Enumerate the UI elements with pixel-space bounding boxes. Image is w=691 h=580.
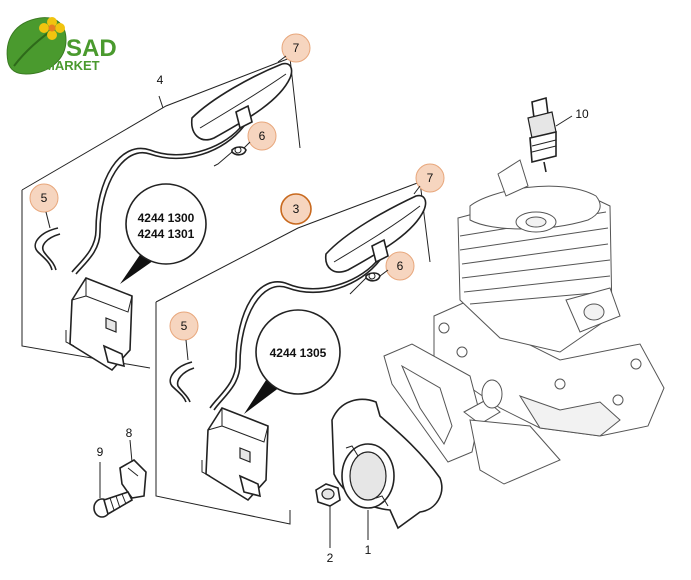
engine-assembly	[383, 159, 665, 485]
throttle-handle-upper	[190, 62, 293, 141]
hex-nut	[315, 483, 341, 548]
label-3-kit-text: 3	[293, 202, 300, 216]
label-4-kit[interactable]: 4	[157, 73, 164, 87]
hose-lower	[169, 361, 193, 403]
label-6-lower-text: 6	[397, 259, 404, 273]
throttle-cable-upper	[71, 127, 241, 273]
logo-text-market: MARKET	[44, 58, 100, 73]
label-7-lower[interactable]: 7	[413, 163, 445, 195]
label-7-upper[interactable]: 7	[277, 33, 311, 63]
callout-lower: 4244 1305	[244, 309, 341, 414]
spring-lower	[349, 272, 381, 295]
switch-block-lower	[201, 407, 269, 502]
label-7-lower-text: 7	[427, 171, 434, 185]
switch-block-upper	[65, 277, 133, 372]
label-5-upper-text: 5	[41, 191, 48, 205]
label-2-nut[interactable]: 2	[327, 551, 334, 565]
callout-upper-line1: 4244 1300	[138, 211, 195, 225]
callout-upper: 4244 1300 4244 1301	[120, 183, 207, 284]
logo-text-sad: SAD	[66, 35, 117, 62]
cover-part	[331, 398, 443, 540]
throttle-handle-lower	[324, 194, 427, 273]
hose-upper	[34, 227, 59, 271]
sadmarket-logo: SAD MARKET	[6, 17, 117, 75]
label-6-upper[interactable]: 6	[243, 121, 277, 151]
label-5-lower[interactable]: 5	[169, 311, 199, 361]
label-8-plate[interactable]: 8	[126, 426, 133, 440]
throttle-cable-lower	[209, 261, 377, 409]
label-5-lower-text: 5	[181, 319, 188, 333]
spring-upper	[213, 146, 247, 167]
spark-plug	[527, 96, 573, 173]
label-6-upper-text: 6	[259, 129, 266, 143]
lock-plate	[119, 439, 147, 499]
callout-upper-line2: 4244 1301	[138, 227, 195, 241]
label-9-bolt[interactable]: 9	[97, 445, 104, 459]
callout-lower-line1: 4244 1305	[270, 346, 327, 360]
label-10-spark-plug[interactable]: 10	[575, 107, 589, 121]
label-7-upper-text: 7	[293, 41, 300, 55]
label-1-cover[interactable]: 1	[365, 543, 372, 557]
label-3-kit[interactable]: 3	[280, 193, 312, 225]
bolt	[93, 462, 134, 518]
logo-flower-icon	[39, 17, 65, 40]
label-6-lower[interactable]: 6	[379, 251, 415, 281]
label-5-upper[interactable]: 5	[29, 183, 59, 229]
